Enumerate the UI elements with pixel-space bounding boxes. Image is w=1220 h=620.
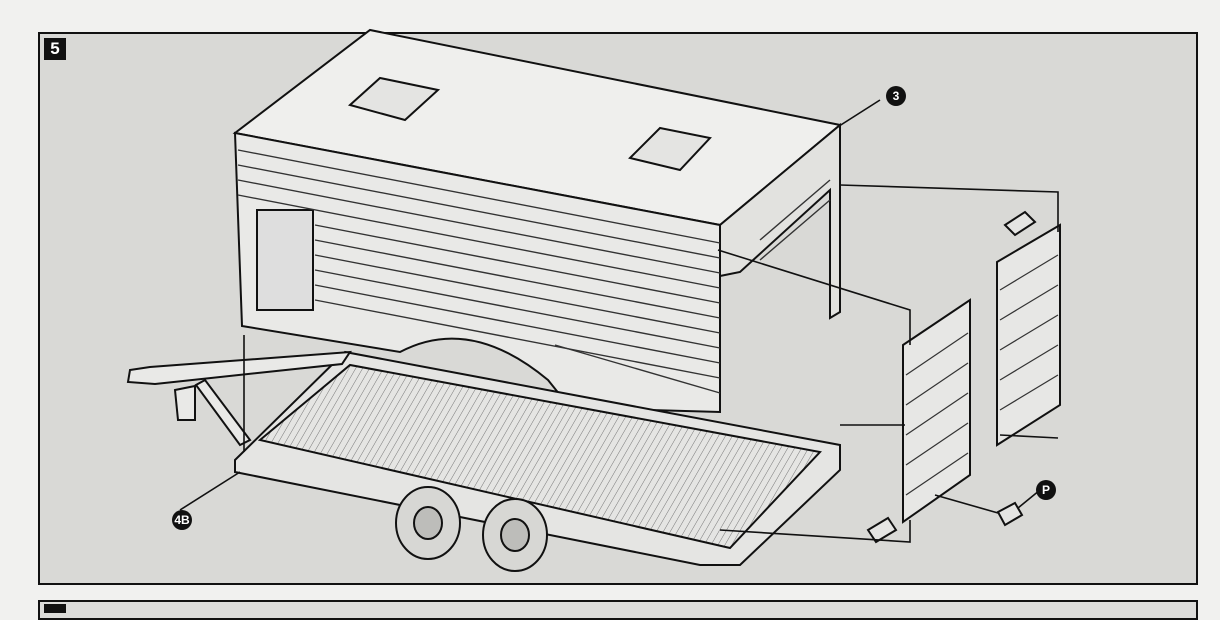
trailer-deck (234, 350, 841, 566)
next-step-badge (44, 604, 66, 613)
side-panel-right-near (902, 298, 971, 524)
step-number-badge: 5 (44, 38, 66, 60)
part-callout-trailer: 4B (172, 510, 192, 530)
side-panel-right-far (996, 223, 1061, 447)
clip-parts (866, 210, 1037, 544)
part-callout-pin: P (1036, 480, 1056, 500)
part-callout-roof: 3 (886, 86, 906, 106)
trailer-wheels (395, 486, 548, 572)
tow-hitch (126, 350, 352, 447)
leader-lines (179, 99, 1059, 543)
siding-lines (237, 149, 831, 394)
